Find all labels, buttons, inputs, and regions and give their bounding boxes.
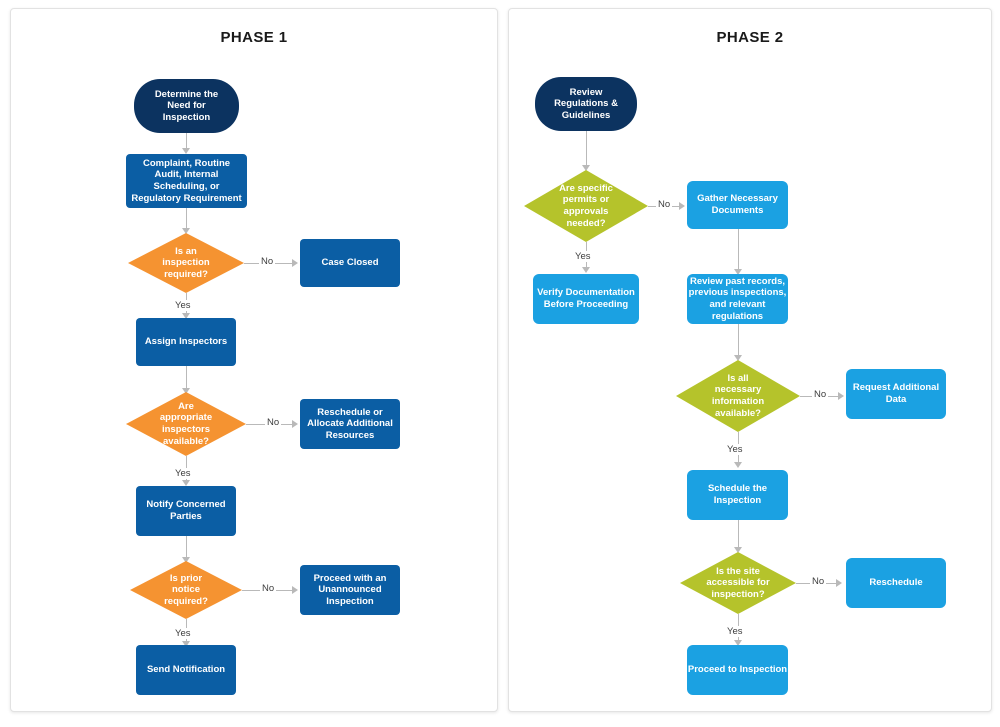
phase-2-title: PHASE 2 — [716, 29, 784, 46]
node-determine-need[interactable]: Determine the Need for Inspection — [134, 79, 239, 133]
connector-assign-to-decision2 — [185, 366, 188, 390]
node-proceed-to-inspection[interactable]: Proceed to Inspection — [687, 645, 788, 695]
diamond-shape-icon — [676, 360, 800, 432]
node-prior-notice-required[interactable]: Is prior notice required? — [130, 561, 242, 619]
edge-label-site-yes: Yes — [725, 626, 745, 637]
node-unannounced-inspection[interactable]: Proceed with an Unannounced Inspection — [300, 565, 400, 615]
connector-records-to-info — [737, 324, 740, 357]
node-case-closed[interactable]: Case Closed — [300, 239, 400, 287]
node-inspectors-available-label: Are appropriate inspectors available? — [159, 400, 213, 447]
arrowhead-site-yes — [733, 640, 742, 646]
arrowhead-info-yes — [733, 462, 742, 468]
edge-label-permits-no: No — [656, 199, 673, 210]
node-review-regulations[interactable]: Review Regulations & Guidelines — [535, 77, 637, 131]
node-notify-parties[interactable]: Notify Concerned Parties — [136, 486, 236, 536]
node-gather-documents[interactable]: Gather Necessary Documents — [687, 181, 788, 229]
edge-label-info-yes: Yes — [725, 444, 745, 455]
connector-schedule-to-site — [737, 520, 740, 549]
arrowhead-assign-to-decision2 — [181, 388, 190, 394]
arrowhead-decision2-no — [292, 419, 298, 428]
node-permits-needed[interactable]: Are specific permits or approvals needed… — [524, 170, 648, 242]
arrowhead-site-no — [836, 578, 842, 587]
edge-label-decision2-no: No — [265, 417, 282, 428]
diamond-shape-icon — [126, 392, 246, 456]
node-schedule-inspection[interactable]: Schedule the Inspection — [687, 470, 788, 520]
arrowhead-notify-to-decision3 — [181, 557, 190, 563]
connector-notify-to-decision3 — [185, 536, 188, 559]
connector-determine-to-complaint — [185, 133, 188, 150]
node-review-past-records[interactable]: Review past records, previous inspection… — [687, 274, 788, 324]
node-inspection-required-label: Is an inspection required? — [162, 245, 210, 280]
connector-complaint-to-decision1 — [185, 208, 188, 230]
node-complaint-sources[interactable]: Complaint, Routine Audit, Internal Sched… — [126, 154, 247, 208]
diamond-shape-icon — [130, 561, 242, 619]
node-information-available[interactable]: Is all necessary information available? — [676, 360, 800, 432]
arrowhead-determine-to-complaint — [181, 148, 190, 154]
edge-label-site-no: No — [810, 576, 827, 587]
node-send-notification[interactable]: Send Notification — [136, 645, 236, 695]
arrowhead-permits-no — [679, 201, 685, 210]
node-site-accessible-label: Is the site accessible for inspection? — [706, 565, 770, 600]
node-site-accessible[interactable]: Is the site accessible for inspection? — [680, 552, 796, 614]
node-reschedule-allocate[interactable]: Reschedule or Allocate Additional Resour… — [300, 399, 400, 449]
diamond-shape-icon — [128, 233, 244, 293]
node-verify-documentation[interactable]: Verify Documentation Before Proceeding — [533, 274, 639, 324]
arrowhead-decision3-yes — [181, 641, 190, 647]
arrowhead-decision1-yes — [181, 313, 190, 319]
edge-label-decision1-no: No — [259, 256, 276, 267]
arrowhead-complaint-to-decision1 — [181, 228, 190, 234]
connector-gather-to-records — [737, 229, 740, 271]
node-inspectors-available[interactable]: Are appropriate inspectors available? — [126, 392, 246, 456]
connector-review-to-permits — [585, 131, 588, 167]
phase-1-title: PHASE 1 — [220, 29, 288, 46]
phase-1-panel: PHASE 1 — [10, 8, 498, 712]
arrowhead-records-to-info — [733, 355, 742, 361]
diamond-shape-icon — [680, 552, 796, 614]
node-prior-notice-required-label: Is prior notice required? — [164, 572, 208, 607]
arrowhead-decision1-no — [292, 258, 298, 267]
node-reschedule[interactable]: Reschedule — [846, 558, 946, 608]
edge-label-info-no: No — [812, 389, 829, 400]
arrowhead-permits-yes — [581, 267, 590, 273]
edge-label-permits-yes: Yes — [573, 251, 593, 262]
arrowhead-review-to-permits — [581, 165, 590, 171]
arrowhead-info-no — [838, 391, 844, 400]
edge-label-decision1-yes: Yes — [173, 300, 193, 311]
arrowhead-decision3-no — [292, 585, 298, 594]
node-information-available-label: Is all necessary information available? — [711, 372, 765, 419]
node-request-additional-data[interactable]: Request Additional Data — [846, 369, 946, 419]
node-inspection-required[interactable]: Is an inspection required? — [128, 233, 244, 293]
diamond-shape-icon — [524, 170, 648, 242]
node-permits-needed-label: Are specific permits or approvals needed… — [559, 182, 613, 229]
edge-label-decision3-yes: Yes — [173, 628, 193, 639]
arrowhead-gather-to-records — [733, 269, 742, 275]
edge-label-decision3-no: No — [260, 583, 277, 594]
edge-label-decision2-yes: Yes — [173, 468, 193, 479]
arrowhead-decision2-yes — [181, 480, 190, 486]
arrowhead-schedule-to-site — [733, 547, 742, 553]
node-assign-inspectors[interactable]: Assign Inspectors — [136, 318, 236, 366]
